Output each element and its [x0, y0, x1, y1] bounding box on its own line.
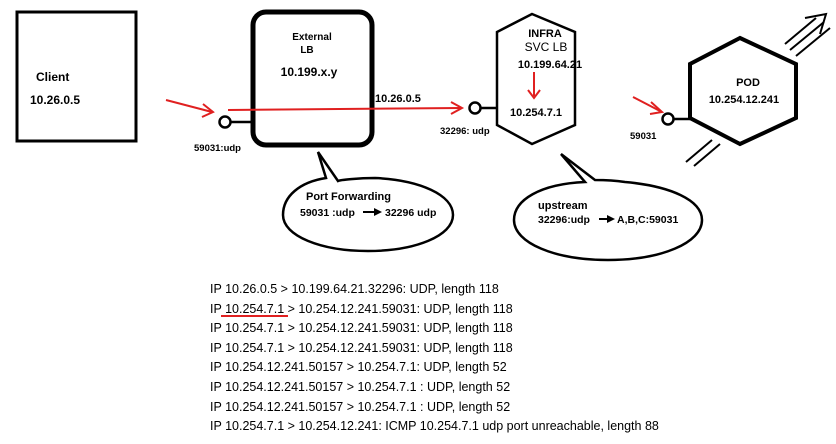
log-line-text: 10.254.12.241.50157 > 10.254.7.1: UDP, l…: [225, 360, 507, 375]
infra-to-pod-arrowhead: [649, 101, 665, 115]
lb-to-infra-arrow: [227, 107, 462, 111]
log-line-prefix: IP: [210, 321, 226, 336]
pod-title: POD: [736, 77, 760, 89]
external-lb-title-2: LB: [300, 45, 313, 56]
log-line: IP 10.254.7.1 > 10.254.12.241.59031: UDP…: [210, 319, 659, 339]
log-line-prefix: IP: [210, 340, 226, 355]
client-to-lb-arrowhead: [201, 103, 215, 118]
log-line-text: 10.254.12.241.50157 > 10.254.7.1 : UDP, …: [225, 399, 511, 414]
infra-title: INFRA: [528, 28, 562, 40]
log-line-prefix: IP: [210, 360, 226, 375]
port-forwarding-rule-right: 32296 udp: [385, 207, 436, 219]
log-line-prefix: IP: [210, 419, 226, 434]
infra-inner-ip: 10.254.7.1: [510, 107, 562, 119]
log-line: IP 10.254.12.241.50157 > 10.254.7.1 : UD…: [210, 378, 659, 398]
port-forwarding-arrowhead: [374, 208, 382, 216]
pod-scribble-3: [795, 27, 831, 57]
log-line: IP 10.254.7.1 > 10.254.12.241.59031: UDP…: [210, 339, 659, 359]
upstream-title: upstream: [538, 200, 588, 212]
port-forwarding-title: Port Forwarding: [306, 191, 391, 203]
log-line-text: 10.254.7.1 > 10.254.12.241.59031: UDP, l…: [225, 321, 513, 336]
infra-hexagon: [495, 12, 577, 146]
log-line: IP 10.254.7.1 > 10.254.12.241.59031: UDP…: [210, 300, 659, 320]
log-line: IP 10.254.7.1 > 10.254.12.241: ICMP 10.2…: [210, 417, 659, 437]
pod-scribble-head: [804, 12, 828, 35]
lb-to-infra-arrowhead: [450, 101, 465, 115]
client-box: [15, 10, 138, 143]
log-line-text: 10.254.7.1 > 10.254.12.241.59031: UDP, l…: [225, 340, 513, 355]
port-forwarding-bubble: [281, 151, 455, 253]
pod-scribble-5: [693, 143, 721, 167]
infra-port-circle: [468, 101, 482, 115]
pod-scribble-1: [784, 17, 817, 45]
log-line-text: 10.254.12.241.50157 > 10.254.7.1 : UDP, …: [225, 379, 511, 394]
packet-log: IP 10.26.0.5 > 10.199.64.21.32296: UDP, …: [210, 280, 659, 437]
client-port-label: 59031:udp: [194, 143, 241, 154]
log-line-prefix: IP: [210, 379, 226, 394]
log-line-text: > 10.254.12.241.59031: UDP, length 118: [284, 301, 513, 316]
client-port-circle: [218, 115, 232, 129]
upstream-rule-right: A,B,C:59031: [617, 214, 678, 226]
infra-internal-arrowhead: [527, 89, 541, 100]
external-lb-title-1: External: [292, 32, 332, 43]
external-lb-box: [250, 9, 375, 148]
upstream-bubble: [512, 153, 704, 262]
pod-port-circle: [661, 112, 675, 126]
client-to-lb-arrow: [165, 99, 213, 113]
pod-scribble-2: [789, 21, 825, 51]
log-line: IP 10.254.12.241.50157 > 10.254.7.1 : UD…: [210, 398, 659, 418]
log-line-highlight: 10.254.7.1: [225, 301, 285, 316]
pod-scribble-4: [685, 139, 713, 163]
client-title: Client: [36, 70, 69, 84]
log-line: IP 10.254.12.241.50157 > 10.254.7.1: UDP…: [210, 358, 659, 378]
log-line-text: 10.26.0.5 > 10.199.64.21.32296: UDP, len…: [225, 282, 499, 296]
upstream-arrowhead: [607, 215, 615, 223]
infra-port-label: 32296: udp: [440, 126, 490, 137]
external-lb-ip: 10.199.x.y: [281, 65, 338, 79]
log-line-text: 10.254.7.1 > 10.254.12.241: ICMP 10.254.…: [225, 419, 659, 434]
log-line-prefix: IP: [210, 301, 226, 316]
log-line-prefix: IP: [210, 282, 226, 296]
port-forwarding-rule-left: 59031 :udp: [300, 207, 355, 219]
pod-hexagon: [688, 35, 798, 147]
log-line-prefix: IP: [210, 399, 226, 414]
lb-forward-src: 10.26.0.5: [375, 93, 421, 105]
infra-ip: 10.199.64.21: [518, 59, 582, 71]
pod-ip: 10.254.12.241: [709, 94, 779, 106]
infra-subtitle: SVC LB: [525, 40, 568, 54]
client-ip: 10.26.0.5: [30, 93, 80, 107]
upstream-rule-left: 32296:udp: [538, 214, 590, 226]
infra-to-pod-arrow: [632, 96, 661, 112]
pod-port-label: 59031: [630, 131, 657, 142]
log-line: IP 10.26.0.5 > 10.199.64.21.32296: UDP, …: [210, 280, 659, 300]
